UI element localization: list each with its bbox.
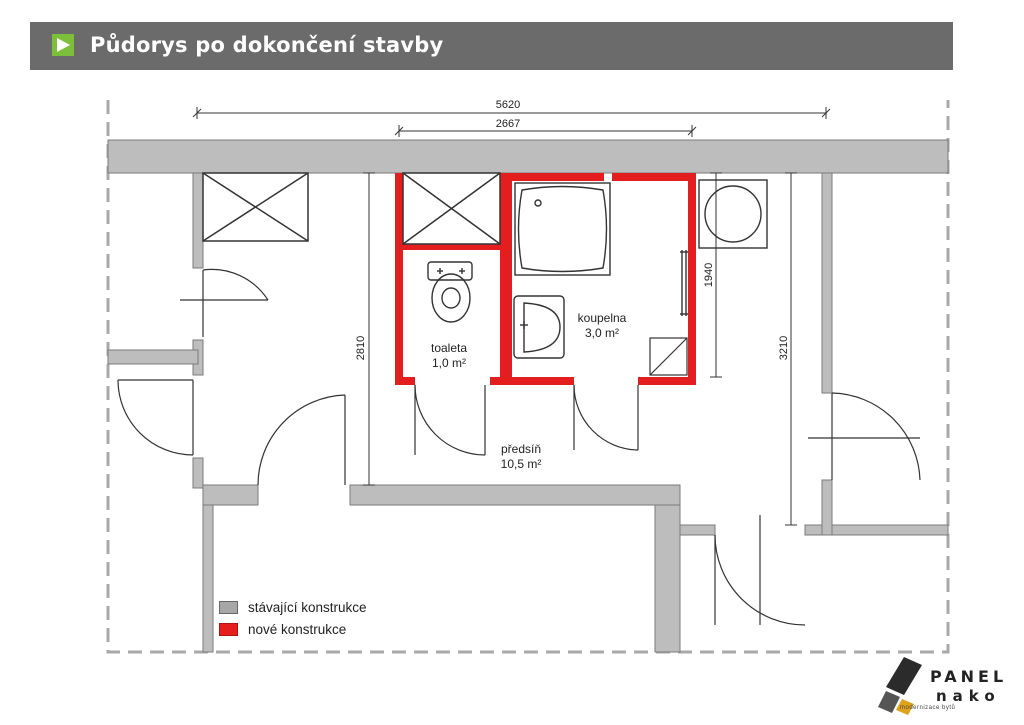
page-title: Půdorys po dokončení stavby [90,33,444,57]
dimension-labels: 5620 2667 2810 1940 3210 [355,99,790,360]
legend-label-new: nové konstrukce [248,621,347,637]
legend-item-new: nové konstrukce [219,618,367,640]
legend-swatch-existing [219,600,238,614]
bathtub-fixture [514,182,611,276]
new-walls [395,173,696,385]
room-toilet-area: 1,0 m² [432,356,466,370]
room-labels: toaleta 1,0 m² koupelna 3,0 m² předsíň 1… [431,311,627,471]
dim-overall-width: 5620 [496,99,520,111]
section-header: Půdorys po dokončení stavby [30,22,953,70]
legend-label-existing: stávající konstrukce [248,599,367,615]
dim-hall-height: 3210 [778,336,790,360]
logo-text-panel: PANEL [930,667,1008,686]
towel-rail [680,250,688,316]
play-arrow-icon [52,34,74,56]
logo-mark-icon [878,657,922,715]
legend-item-existing: stávající konstrukce [219,596,367,618]
door-swings [117,268,921,626]
dimension-lines [192,107,831,526]
shower-tray [649,337,688,376]
logo-text-nako: nako [936,687,1001,705]
logo-tagline: modernizace bytů [900,705,956,711]
dim-bathroom-block-width: 2667 [496,118,520,130]
plan-boundary [106,100,950,654]
washing-machine [698,179,768,249]
brand-logo: PANEL nako modernizace bytů [878,655,1018,717]
shaft [202,172,501,245]
room-toilet-name: toaleta [431,341,467,355]
toilet-fixture [427,261,473,323]
room-hall-area: 10,5 m² [501,457,542,471]
room-hall-name: předsíň [501,442,541,456]
legend-swatch-new [219,622,238,636]
dim-bathroom-height: 1940 [703,263,715,287]
room-bathroom-area: 3,0 m² [585,326,619,340]
room-bathroom-name: koupelna [578,311,627,325]
existing-walls [107,139,949,653]
washbasin-fixture [513,295,565,359]
legend: stávající konstrukce nové konstrukce [219,596,367,640]
dim-toilet-height: 2810 [355,336,367,360]
